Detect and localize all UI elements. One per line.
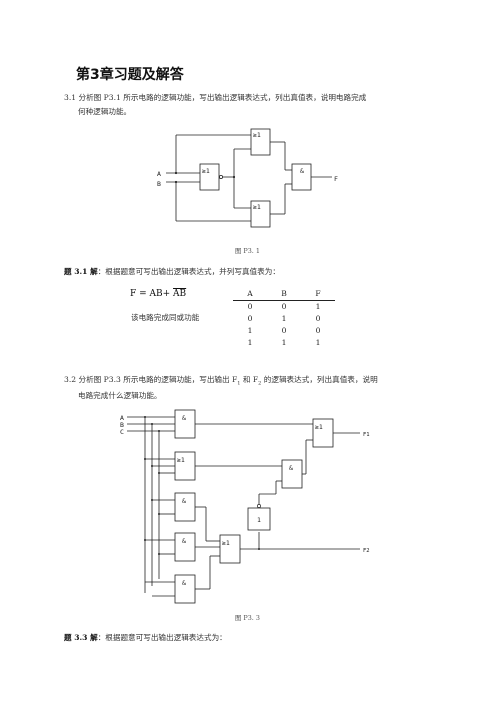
fig1-or-bottom-label: ≥1	[253, 203, 261, 211]
truth-table-cell: 1	[315, 302, 321, 311]
question-3-1-line2: 何种逻辑功能。	[78, 107, 132, 116]
figure-p3-3-caption: 图 P3. 3	[235, 614, 260, 622]
fig1-or-mid-label: ≥1	[202, 167, 210, 175]
q2-text-a: 3.2 分析图 P3.3 所示电路的逻辑功能，写出输出 F	[64, 375, 238, 384]
solution-3-3-text: ：根据题意可写出输出逻辑表达式为：	[97, 633, 227, 642]
question-3-2-line1: 3.2 分析图 P3.3 所示电路的逻辑功能，写出输出 F1 和 F2 的逻辑表…	[64, 374, 378, 390]
question-3-1-line1: 3.1 分析图 P3.1 所示电路的逻辑功能，写出输出逻辑表达式，列出真值表，说…	[64, 93, 367, 102]
truth-table-cell: 0	[315, 326, 321, 335]
formula-overlined-term: AB	[173, 289, 187, 299]
truth-table-cell: 0	[281, 326, 287, 335]
truth-table-3-1: A B F 0 0 1 0 1 0 1 0 0 1 1 1	[233, 288, 335, 349]
fig1-and-label: &	[300, 167, 304, 175]
fig2-and3-label: &	[182, 537, 186, 545]
fig1-junction-dots	[174, 171, 236, 184]
truth-table-cell: 1	[281, 338, 287, 347]
truth-table-header-a: A	[233, 288, 267, 301]
truth-table-cell: 0	[247, 302, 253, 311]
solution-3-1-conclusion: 该电路完成同或功能	[131, 313, 200, 322]
fig2-not-label: 1	[257, 516, 261, 524]
truth-table-row: 0 0 1	[233, 301, 335, 314]
q2-sub-1: 1	[237, 380, 241, 387]
fig1-or-top-label: ≥1	[253, 131, 261, 139]
truth-table-row: 1 1 1	[233, 337, 335, 349]
solution-3-1-intro: 题 3.1 解：根据题意可写出输出逻辑表达式，并列写真值表为：	[64, 266, 280, 277]
chapter-heading: 第3章习题及解答	[76, 67, 184, 83]
question-3-2-line2: 电路完成什么逻辑功能。	[78, 391, 162, 400]
fig2-or1-label: ≥1	[177, 456, 185, 464]
truth-table-cell: 1	[315, 338, 321, 347]
fig1-input-a: A	[157, 170, 161, 178]
fig2-and4-label: &	[182, 579, 186, 587]
q2-sub-2: 2	[258, 380, 262, 387]
figure-p3-3-circuit: & ≥1 & & & ≥1 & 1 ≥1 A B C F1 F2	[120, 409, 370, 604]
figure-p3-1-caption: 图 P3. 1	[235, 247, 260, 255]
truth-table-header-f: F	[301, 288, 335, 301]
truth-table-row: 1 0 0	[233, 325, 335, 337]
truth-table-header-b: B	[267, 288, 301, 301]
fig2-or-f2-label: ≥1	[222, 539, 230, 547]
fig1-input-b: B	[157, 180, 161, 188]
fig2-and1-label: &	[182, 414, 186, 422]
q2-text-c: 的逻辑表达式，列出真值表，说明	[261, 375, 378, 384]
solution-3-1-formula: F = AB+ AB	[130, 289, 186, 299]
truth-table-row: 0 1 0	[233, 313, 335, 325]
fig2-input-c: C	[120, 428, 124, 436]
figure-p3-1-circuit: ≥1 ≥1 ≥1 & A B F	[157, 128, 338, 228]
fig1-output-f: F	[334, 175, 338, 183]
fig2-and2-label: &	[182, 497, 186, 505]
truth-table-cell: 1	[281, 314, 287, 323]
truth-table-cell: 1	[247, 326, 253, 335]
truth-table-cell: 0	[247, 314, 253, 323]
fig2-junction-dots	[144, 416, 261, 555]
fig2-input-b: B	[120, 421, 124, 429]
fig2-or-f1-label: ≥1	[315, 423, 323, 431]
solution-3-3-intro: 题 3.3 解：根据题意可写出输出逻辑表达式为：	[64, 632, 227, 643]
q2-text-b: 和 F	[240, 375, 259, 384]
fig2-output-f1: F1	[363, 432, 370, 438]
solution-3-1-label: 题 3.1 解	[64, 267, 98, 276]
truth-table-cell: 0	[315, 314, 321, 323]
fig2-output-f2: F2	[363, 548, 370, 554]
solution-3-1-text: ：根据题意可写出输出逻辑表达式，并列写真值表为：	[97, 267, 280, 276]
fig2-input-a: A	[120, 414, 124, 422]
fig2-and-mid-label: &	[289, 464, 293, 472]
solution-3-3-label: 题 3.3 解	[64, 633, 98, 642]
formula-lhs: F = AB+	[130, 289, 174, 299]
truth-table-cell: 1	[247, 338, 253, 347]
truth-table-cell: 0	[281, 302, 287, 311]
